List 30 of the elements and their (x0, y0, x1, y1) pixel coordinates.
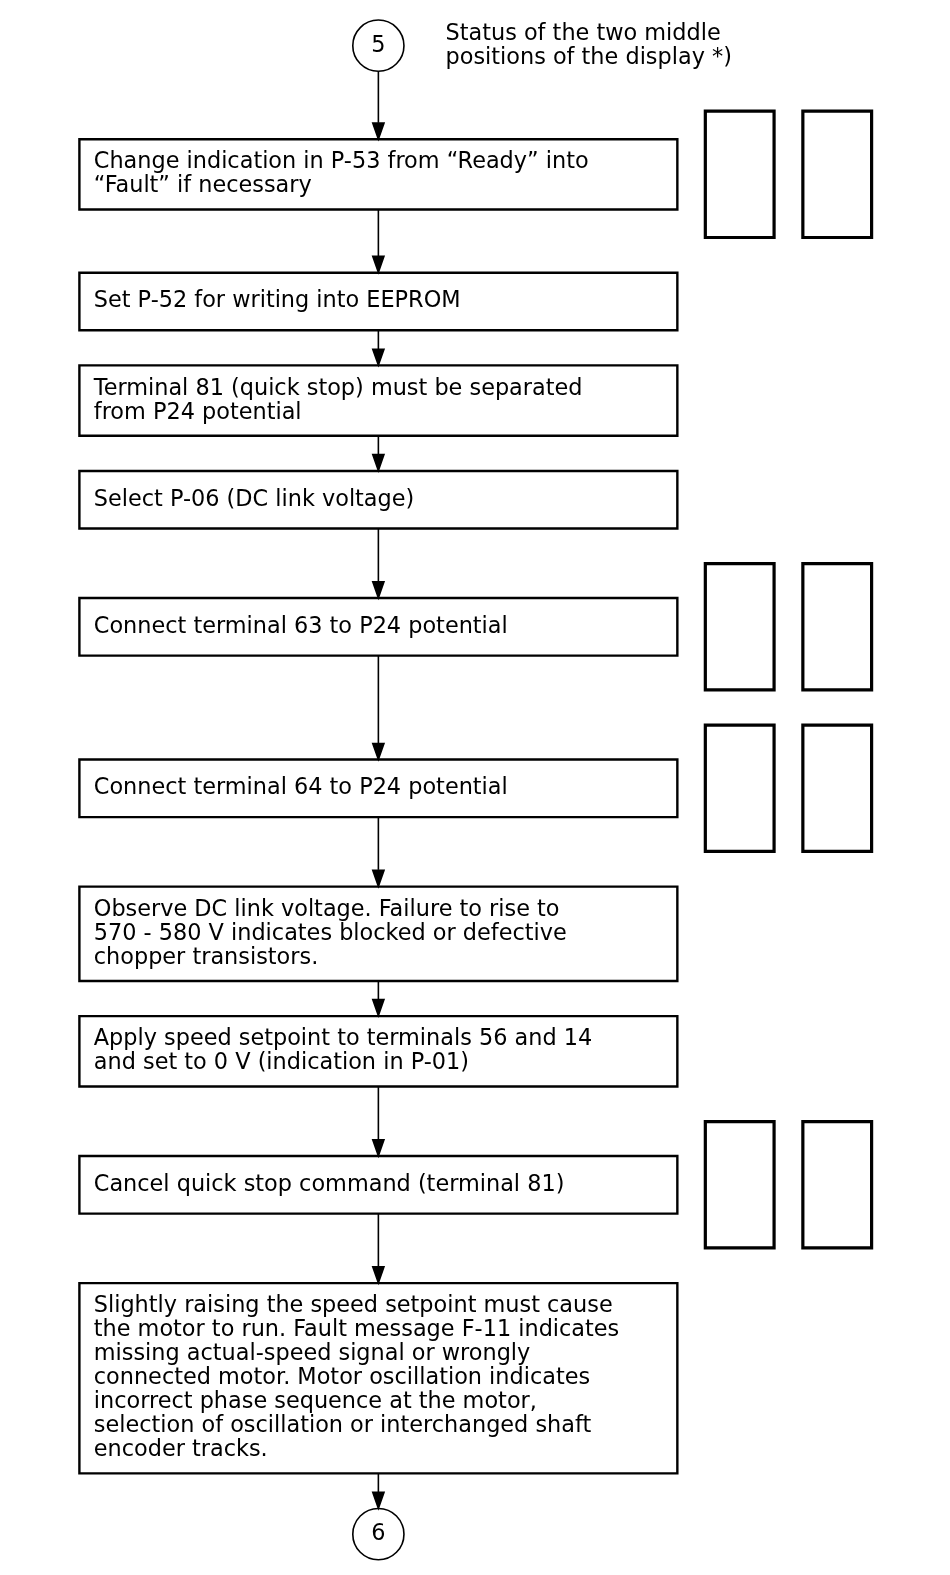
node-box (800, 109, 873, 240)
node-box (703, 723, 776, 854)
node-box: Set P-52 for writing into EEPROM (77, 271, 679, 332)
node-box (800, 1120, 873, 1250)
node-box: Cancel quick stop command (terminal 81) (77, 1154, 679, 1215)
arrow (371, 1472, 385, 1511)
arrow (371, 209, 385, 275)
arrow (371, 655, 385, 762)
arrow (371, 528, 385, 601)
node-box: Select P-06 (DC link voltage) (77, 469, 679, 530)
arrow (371, 816, 385, 889)
node-box (703, 562, 776, 692)
node-box: Connect terminal 63 to P24 potential (77, 596, 679, 657)
node-box (703, 109, 776, 240)
node-box (800, 723, 873, 854)
node-circle: 6 (351, 1507, 405, 1561)
node-box: Observe DC link voltage. Failure to rise to 570 - 580 V indicates blocked or defective chopper transistors. (77, 885, 679, 983)
arrow (371, 1086, 385, 1159)
node-box: Connect terminal 64 to P24 potential (77, 758, 679, 819)
label: Status of the two middle positions of the display *) (445, 18, 732, 69)
node-box (800, 562, 873, 692)
node-box (703, 1120, 776, 1250)
node-box: Change indication in P-53 from “Ready” into “Fault” if necessary (77, 138, 679, 211)
arrow (371, 1212, 385, 1286)
node-box: Slightly raising the speed setpoint must cause the motor to run. Fault message F-11 indicates missing actual-speed signal or wrongly connected motor. Motor oscillation indicates incorrect phase sequence at the motor, selection of oscillation or interchanged shaft encoder tracks. (77, 1281, 679, 1475)
arrow (371, 329, 385, 368)
node-box: Apply speed setpoint to terminals 56 and 14 and set to 0 V (indication in P-01) (77, 1014, 679, 1088)
node-box: Terminal 81 (quick stop) must be separated from P24 potential (77, 364, 679, 437)
arrow (371, 70, 385, 142)
node-circle: 5 (351, 19, 405, 73)
